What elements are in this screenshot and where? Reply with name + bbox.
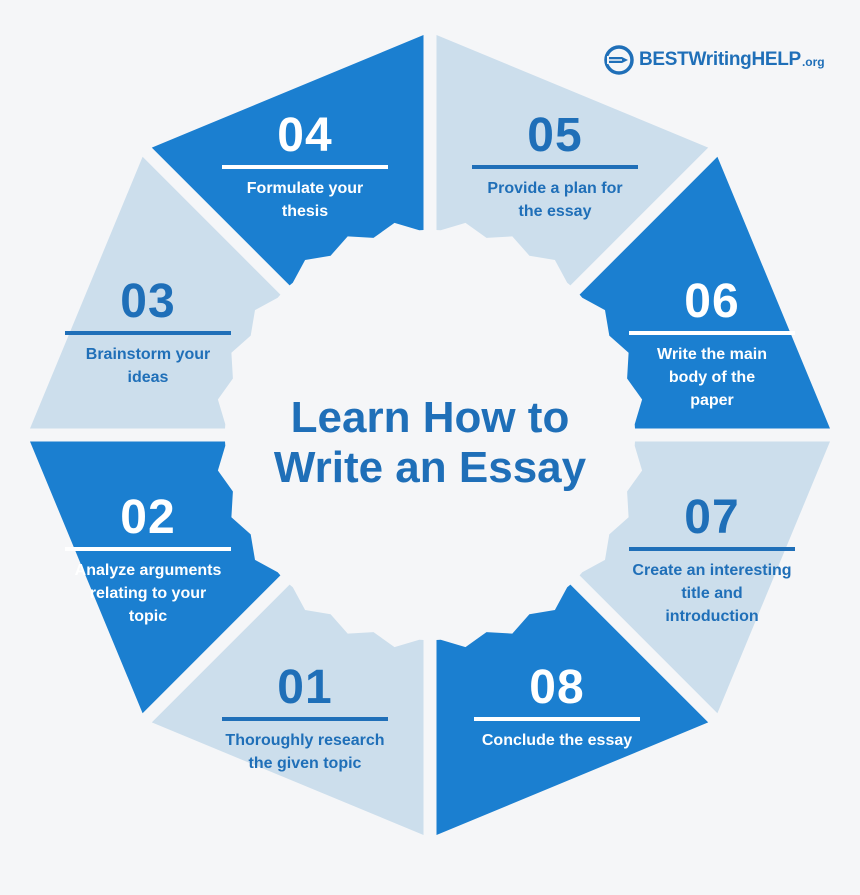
step-label-line: the given topic (248, 755, 362, 772)
pen-circle-icon (604, 45, 634, 75)
step-number: 03 (120, 275, 176, 328)
step-label-line: title and (681, 585, 743, 602)
step-number: 04 (277, 109, 333, 162)
step-underline (629, 547, 795, 551)
step-number: 07 (684, 491, 740, 544)
step-segment-04 (151, 35, 424, 286)
step-segment-08 (436, 584, 709, 835)
step-segment-02 (30, 441, 281, 714)
step-underline (629, 331, 795, 335)
step-segment-03 (30, 156, 281, 429)
step-number: 02 (120, 491, 176, 544)
step-underline (472, 165, 638, 169)
step-label-line: Write the main (657, 346, 767, 363)
step-label-line: paper (690, 392, 734, 409)
step-underline (222, 165, 388, 169)
step-label-line: the essay (518, 203, 592, 220)
title-line-2: Write an Essay (273, 443, 587, 492)
step-label-line: Conclude the essay (481, 732, 633, 749)
brand-suffix: .org (801, 55, 825, 69)
title-line-1: Learn How to (290, 393, 570, 442)
step-label-line: relating to your (89, 585, 207, 602)
step-underline (474, 717, 640, 721)
step-label-line: Analyze arguments (74, 562, 222, 579)
step-underline (222, 717, 388, 721)
step-label-line: Brainstorm your (85, 346, 211, 363)
step-label-line: introduction (665, 608, 759, 625)
step-label-line: Thoroughly research (225, 732, 385, 749)
step-label-line: body of the (668, 369, 756, 386)
brand-logo: BESTWritingHELP.org (603, 44, 825, 76)
step-label-line: ideas (127, 369, 169, 386)
brand-name: BESTWritingHELP (639, 49, 801, 70)
step-segment-06 (579, 156, 830, 429)
page-title: Learn How to Write an Essay (240, 393, 620, 493)
step-label-line: Create an interesting (632, 562, 792, 579)
step-number: 05 (527, 109, 583, 162)
step-segment-01 (151, 584, 424, 835)
step-segment-07 (579, 441, 830, 714)
step-label-line: Provide a plan for (487, 180, 623, 197)
step-segment-05 (436, 35, 709, 286)
step-underline (65, 331, 231, 335)
center-disk (227, 232, 633, 638)
step-label-line: Formulate your (246, 180, 364, 197)
step-number: 01 (277, 661, 333, 714)
step-label-line: thesis (281, 203, 329, 220)
step-number: 08 (529, 661, 585, 714)
step-label-line: topic (128, 608, 168, 625)
step-underline (65, 547, 231, 551)
step-number: 06 (684, 275, 740, 328)
